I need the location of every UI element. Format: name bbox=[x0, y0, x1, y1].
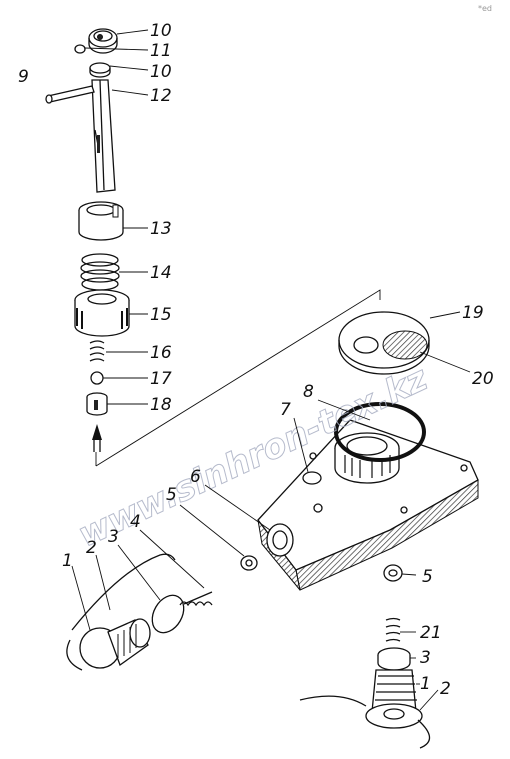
label-2-right: 2 bbox=[440, 679, 451, 699]
label-17: 17 bbox=[150, 369, 172, 389]
part-18-plunger bbox=[86, 392, 108, 416]
label-20: 20 bbox=[472, 369, 494, 389]
fitting-right-assembly bbox=[299, 617, 431, 749]
label-10-lower: 10 bbox=[150, 62, 172, 82]
part-12-shaft bbox=[91, 79, 116, 193]
part-16-small-spring bbox=[89, 340, 105, 362]
shaft-assembly bbox=[45, 28, 130, 452]
label-3-left: 3 bbox=[108, 527, 119, 547]
label-3-right: 3 bbox=[420, 648, 431, 668]
part-number-labels: 10 11 10 9 12 13 14 15 16 17 18 19 20 8 … bbox=[18, 21, 494, 699]
label-16: 16 bbox=[150, 343, 172, 363]
label-5-right: 5 bbox=[422, 567, 433, 587]
label-8: 8 bbox=[303, 382, 314, 402]
part-5-washer-left bbox=[240, 555, 258, 571]
part-13-sleeve bbox=[78, 201, 124, 241]
label-5-left: 5 bbox=[166, 485, 177, 505]
label-9: 9 bbox=[18, 67, 29, 87]
label-1-left: 1 bbox=[62, 551, 73, 571]
label-4: 4 bbox=[130, 512, 141, 532]
part-10-top-gear bbox=[88, 28, 118, 54]
label-19: 19 bbox=[462, 303, 484, 323]
part-5-washer-right bbox=[383, 564, 403, 582]
leader-lines bbox=[71, 29, 471, 711]
label-11: 11 bbox=[150, 41, 172, 61]
label-1-right: 1 bbox=[420, 674, 431, 694]
part-8-large-o-ring bbox=[334, 402, 426, 462]
label-7: 7 bbox=[280, 400, 291, 420]
assembly-direction-arrow bbox=[92, 424, 102, 452]
housing-body bbox=[257, 419, 479, 591]
corner-mark: *ed bbox=[478, 4, 492, 13]
part-9-pin bbox=[45, 85, 95, 104]
part-7-o-ring bbox=[302, 471, 322, 485]
label-2-left: 2 bbox=[86, 538, 97, 558]
label-14: 14 bbox=[150, 263, 172, 283]
part-14-spring bbox=[80, 253, 120, 291]
part-19-20-disk bbox=[338, 311, 430, 375]
label-6: 6 bbox=[190, 467, 201, 487]
part-15-nut bbox=[74, 289, 130, 337]
label-13: 13 bbox=[150, 219, 172, 239]
label-10-top: 10 bbox=[150, 21, 172, 41]
fitting-left-assembly bbox=[66, 553, 213, 671]
part-17-ball bbox=[90, 371, 104, 385]
assembly-guide-lines bbox=[95, 289, 381, 467]
label-21: 21 bbox=[420, 623, 442, 643]
part-10-lower-gear bbox=[89, 62, 111, 78]
part-11-ring bbox=[74, 44, 86, 54]
label-18: 18 bbox=[150, 395, 172, 415]
label-12: 12 bbox=[150, 86, 172, 106]
label-15: 15 bbox=[150, 305, 172, 325]
